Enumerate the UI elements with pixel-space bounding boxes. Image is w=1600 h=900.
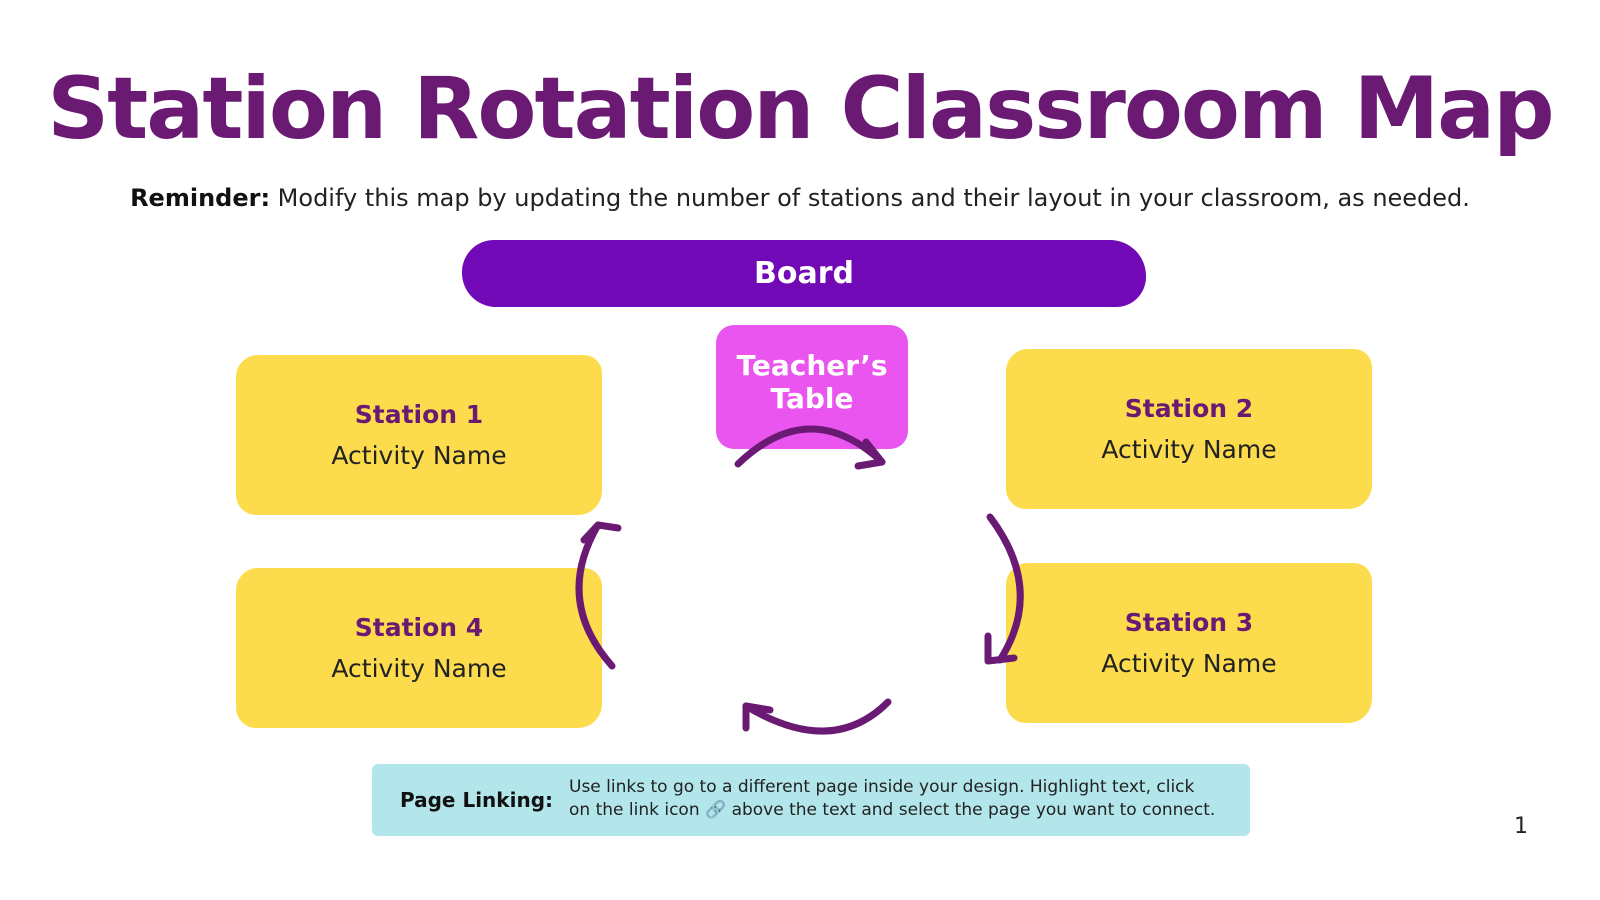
station-3-title: Station 3 [1124,608,1254,637]
arrow-right-icon [984,513,1024,665]
page-linking-text: Use links to go to a different page insi… [569,777,1216,820]
station-4-card: Station 4 Activity Name [236,568,602,728]
station-4-activity: Activity Name [331,654,507,683]
station-3-activity: Activity Name [1101,649,1277,678]
board-label: Board [754,256,854,291]
page-title: Station Rotation Classroom Map [47,59,1555,159]
reminder-body: Modify this map by updating the number o… [270,184,1470,212]
station-2-activity: Activity Name [1101,435,1277,464]
station-1-activity: Activity Name [331,441,507,470]
reminder-label: Reminder: [130,184,271,212]
page-linking-note: Page Linking: Use links to go to a diffe… [372,764,1250,836]
board-shape: Board [462,240,1146,307]
arrow-bottom-icon [742,698,892,735]
teachers-table-line2: Table [770,382,854,415]
page-linking-label: Page Linking: [400,788,554,812]
reminder-text: Reminder: Modify this map by updating th… [0,184,1600,212]
arrow-left-icon [575,521,622,670]
page-number: 1 [1514,814,1528,839]
station-2-card: Station 2 Activity Name [1006,349,1372,509]
station-1-card: Station 1 Activity Name [236,355,602,515]
station-3-card: Station 3 Activity Name [1006,563,1372,723]
station-4-title: Station 4 [354,613,484,642]
station-2-title: Station 2 [1124,394,1254,423]
arrow-top-icon [734,425,886,470]
station-1-title: Station 1 [354,400,484,429]
teachers-table-line1: Teacher’s [736,349,888,382]
